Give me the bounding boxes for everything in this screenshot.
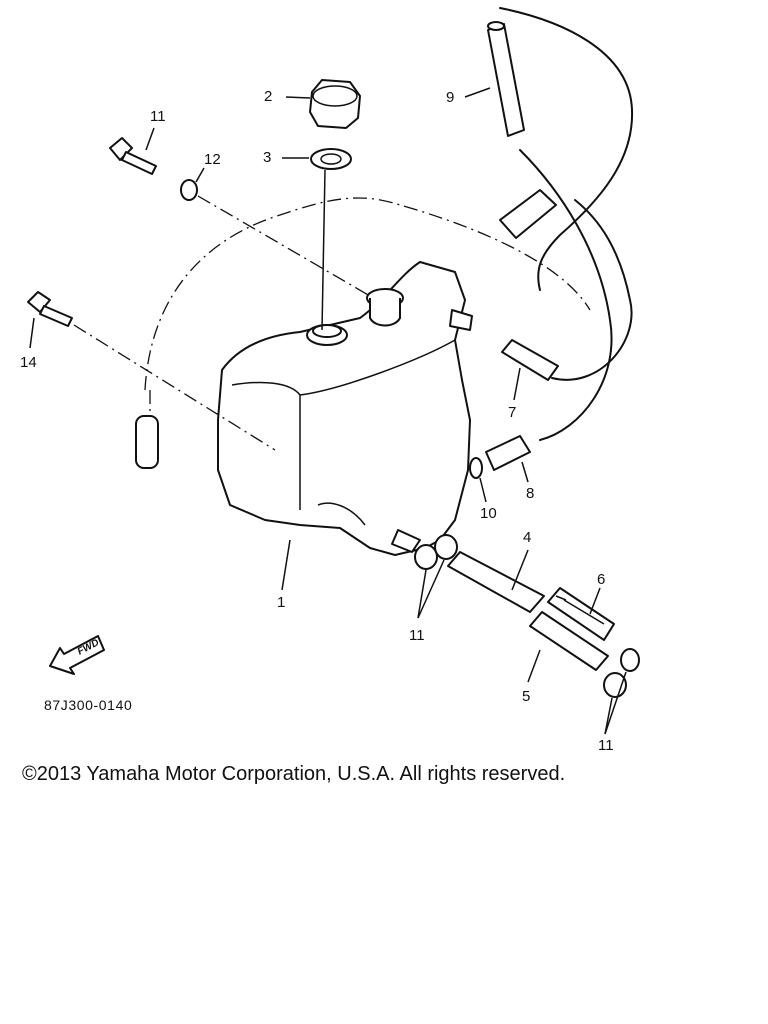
tank-ridge — [231, 381, 301, 510]
callout-11-right: 11 — [598, 737, 614, 754]
bolt-12-head — [109, 137, 133, 161]
leader-6 — [589, 587, 601, 615]
filler-neck-inner — [312, 324, 342, 338]
tank-ridge-2 — [299, 339, 456, 396]
leader-5 — [527, 649, 541, 683]
leader-13 — [195, 167, 205, 183]
upper-nipple — [449, 309, 473, 331]
clamp-11a — [414, 544, 438, 570]
leader-1 — [281, 539, 291, 591]
tank-cap-top — [312, 85, 358, 107]
cap-axis — [321, 169, 326, 331]
hose-9-end — [487, 21, 505, 31]
lower-nipple — [391, 529, 421, 553]
callout-9: 9 — [446, 89, 455, 106]
callout-12: 11 — [150, 108, 166, 125]
callout-6: 6 — [597, 571, 606, 588]
leader-11c — [604, 697, 613, 735]
callout-2: 2 — [264, 88, 273, 105]
hose-5 — [529, 611, 609, 671]
bolt-14-axis — [73, 324, 276, 451]
left-sleeve — [135, 415, 159, 469]
diagram-code: 87J300-0140 — [44, 697, 133, 713]
gasket — [310, 148, 352, 170]
callout-13: 12 — [204, 151, 221, 168]
bolt-14-head — [27, 291, 51, 313]
leader-8 — [521, 461, 529, 483]
leader-14 — [29, 317, 35, 349]
leader-11b — [417, 559, 445, 619]
callout-7: 7 — [508, 404, 517, 421]
callout-10: 10 — [480, 505, 497, 522]
leader-2 — [285, 96, 311, 99]
short-hose-upper — [499, 189, 557, 239]
leader-7 — [513, 367, 521, 401]
assembly-outline — [144, 197, 591, 391]
hose-9 — [487, 23, 525, 137]
fwd-arrow — [49, 635, 105, 675]
copyright-notice: ©2013 Yamaha Motor Corporation, U.S.A. A… — [22, 763, 566, 785]
leader-9 — [464, 87, 491, 98]
leader-4 — [511, 549, 529, 591]
hose-loop-lower — [551, 199, 633, 381]
hose-4 — [447, 551, 545, 613]
gasket-hole — [320, 153, 342, 165]
leader-11d — [604, 671, 627, 735]
ring-10 — [469, 457, 483, 479]
callout-3: 3 — [263, 149, 272, 166]
callout-1: 1 — [277, 594, 286, 611]
callout-4: 4 — [523, 529, 532, 546]
hose-8 — [485, 435, 531, 471]
hose-return — [519, 149, 613, 441]
washer-13-axis — [197, 195, 371, 297]
clamp-11b — [434, 534, 458, 560]
tank-cap — [309, 79, 361, 129]
hose-loop — [499, 7, 634, 291]
tank-step — [317, 502, 366, 526]
callout-5: 5 — [522, 688, 531, 705]
callout-8: 8 — [526, 485, 535, 502]
oil-tank — [217, 261, 471, 556]
clamp-11c — [603, 672, 627, 698]
leader-11a — [417, 569, 427, 619]
clamp-11d — [620, 648, 640, 672]
washer-13 — [180, 179, 198, 201]
bolt-12-shank — [121, 151, 157, 175]
top-fitting-body — [369, 298, 401, 327]
hose-7 — [501, 339, 559, 381]
callout-14: 14 — [20, 354, 37, 371]
leader-10 — [479, 477, 487, 503]
bolt-14-shank — [39, 305, 73, 327]
callout-11-left: 11 — [409, 627, 425, 644]
leader-12 — [145, 127, 155, 151]
spring-coils — [555, 595, 605, 625]
